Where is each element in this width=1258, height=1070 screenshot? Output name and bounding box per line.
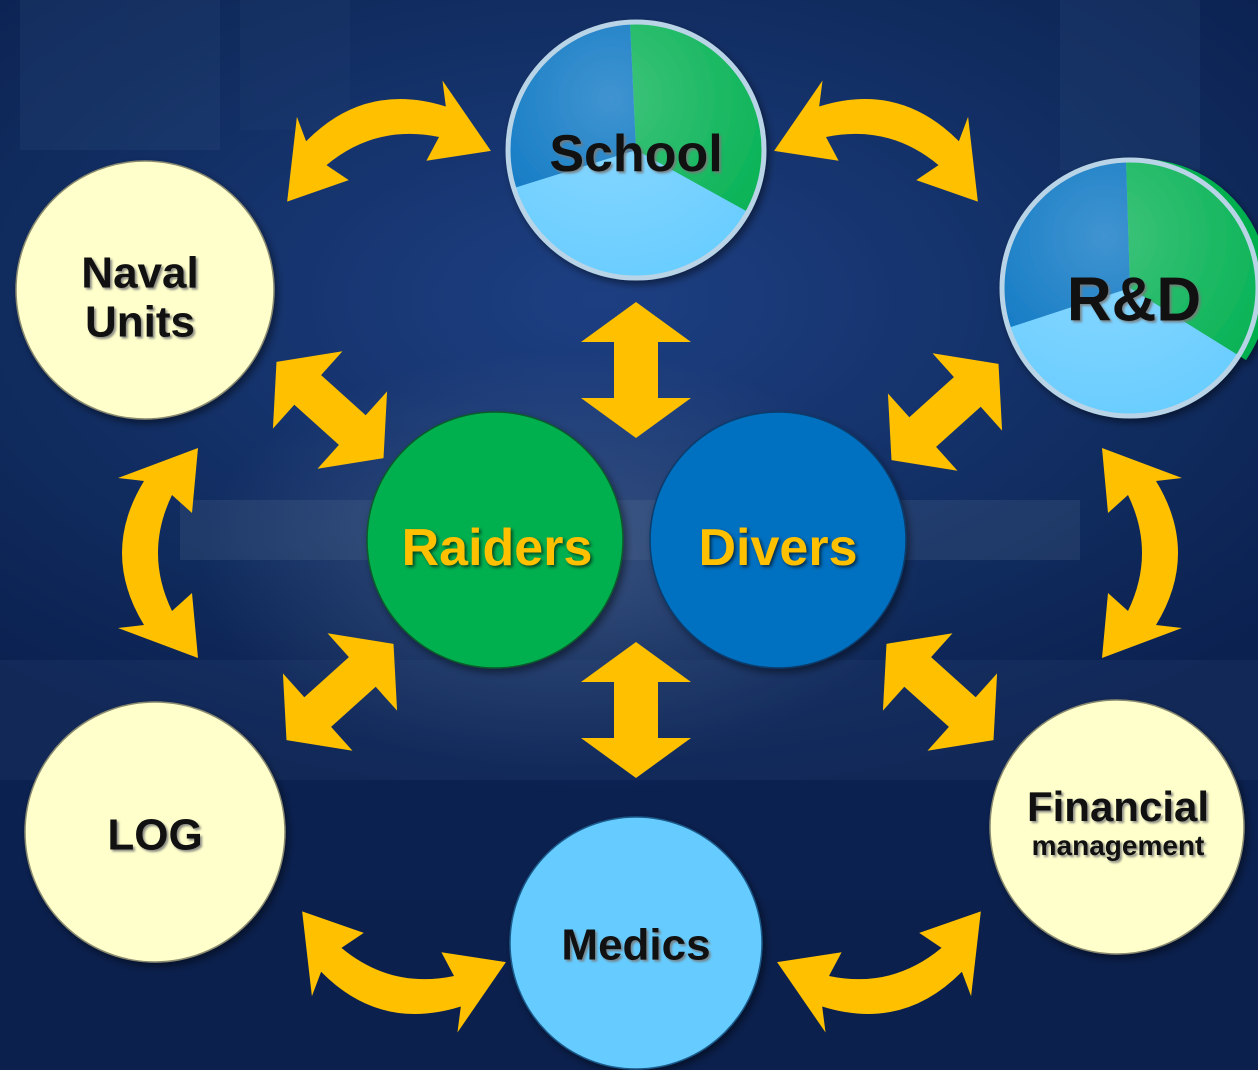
arrow-center-financial [882,633,998,751]
rnd-circle [999,157,1258,419]
arrow-center-medics [581,642,691,778]
divers-circle [649,411,907,669]
arrow-medics-financial [777,911,981,1033]
arrow-center-naval [272,351,388,469]
arrow-center-rnd [887,353,1003,471]
naval-units-label-line1: Naval [81,248,199,298]
naval-units-label-line2: Units [84,298,195,347]
medics-label: Medics [561,920,711,970]
log-label: LOG [107,810,203,860]
naval-units-label: Naval Units [81,249,198,348]
financial-label: Financial management [1027,783,1209,861]
arrow-naval-school [287,80,491,202]
center-arrows [272,302,1003,778]
raiders-label: Raiders [401,518,593,577]
medics-circle [509,816,763,1070]
arrow-center-school [581,302,691,438]
arrow-center-log [282,633,398,751]
rnd-label: R&D [1066,265,1202,335]
school-label: School [549,124,723,183]
outer-arrows [118,80,1182,1033]
arrow-rnd-financial [1102,448,1182,658]
arrow-log-medics [302,911,506,1033]
divers-label: Divers [698,518,858,577]
log-circle [24,701,286,963]
financial-label-line2: management [1031,829,1205,861]
school-circle [505,19,767,281]
arrow-naval-log [118,448,198,658]
financial-label-line1: Financial [1026,782,1210,830]
financial-circle [989,699,1245,955]
arrow-school-rnd [774,80,978,202]
naval-units-circle [15,160,275,420]
raiders-circle [366,411,624,669]
